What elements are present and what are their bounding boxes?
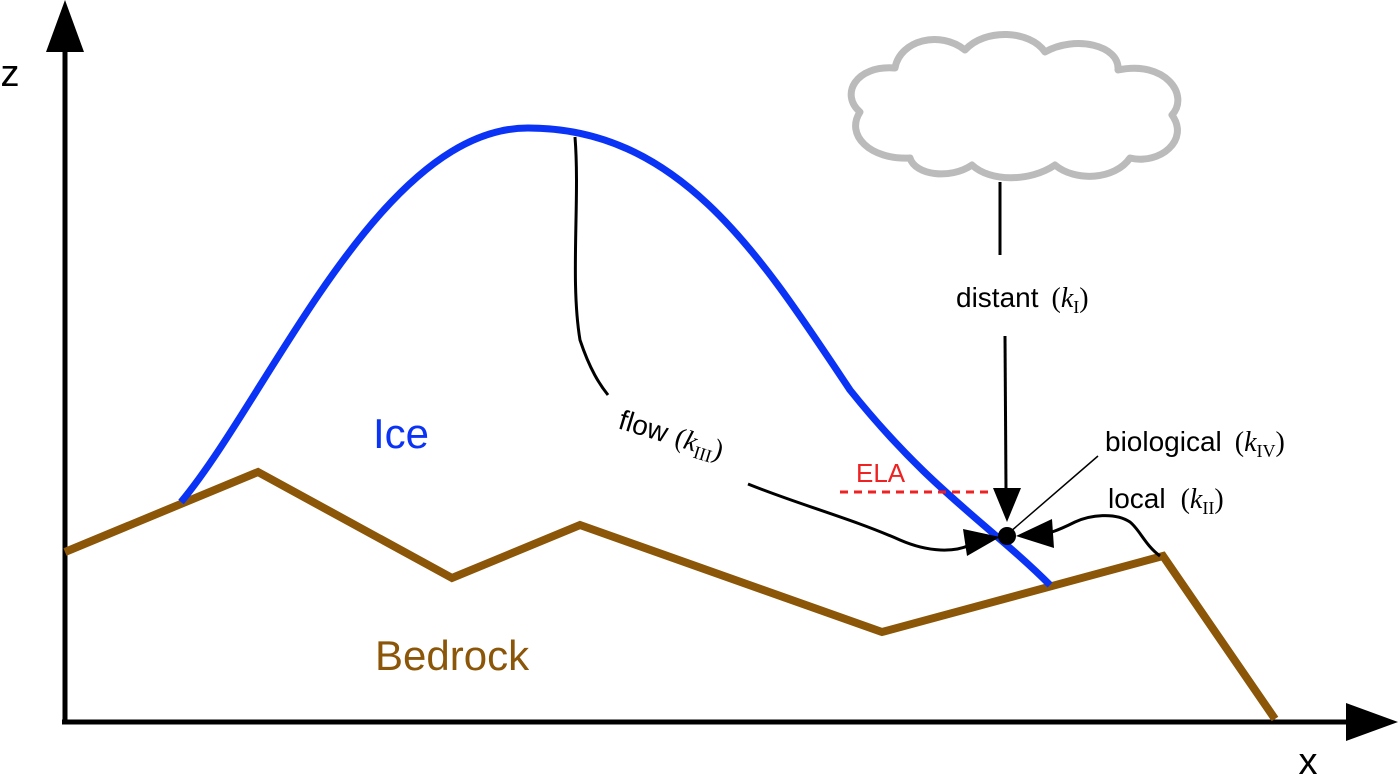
- cloud-icon: [847, 31, 1182, 182]
- distant-subscript: I: [1073, 297, 1079, 317]
- flow-label: flow (kIII): [614, 404, 727, 469]
- sampling-point: [998, 527, 1016, 545]
- biological-label: biological (kIV): [1105, 426, 1285, 461]
- local-label: local (kII): [1108, 483, 1224, 518]
- bedrock-label: Bedrock: [375, 632, 530, 679]
- distant-k: k: [1061, 283, 1074, 314]
- biological-pointer-line: [1009, 455, 1099, 533]
- x-axis-label: x: [1299, 741, 1318, 776]
- z-axis-arrowhead: [46, 0, 84, 52]
- local-path: [1051, 514, 1161, 558]
- flow-arrowhead: [963, 529, 1000, 556]
- flow-subscript: III: [691, 442, 714, 466]
- flow-path-lower: [747, 482, 971, 552]
- bedrock-surface: [63, 467, 1279, 722]
- flow-word: flow: [615, 404, 672, 448]
- local-subscript: II: [1202, 498, 1214, 518]
- distant-arrow-lower: [1003, 335, 1008, 491]
- x-axis-arrowhead: [1346, 703, 1398, 741]
- biological-k: k: [1244, 427, 1257, 458]
- distant-label: distant (kI): [956, 282, 1089, 317]
- biological-word: biological: [1105, 426, 1222, 457]
- ice-surface: [178, 124, 1053, 588]
- flow-path-upper: [573, 136, 610, 396]
- local-k: k: [1190, 484, 1203, 515]
- biological-subscript: IV: [1257, 441, 1276, 461]
- distant-word: distant: [956, 282, 1039, 313]
- z-axis-label: z: [1, 53, 20, 95]
- distant-arrowhead: [993, 488, 1021, 522]
- ela-label: ELA: [856, 458, 906, 488]
- local-arrowhead: [1016, 519, 1054, 548]
- ice-label: Ice: [373, 410, 429, 457]
- local-word: local: [1108, 483, 1166, 514]
